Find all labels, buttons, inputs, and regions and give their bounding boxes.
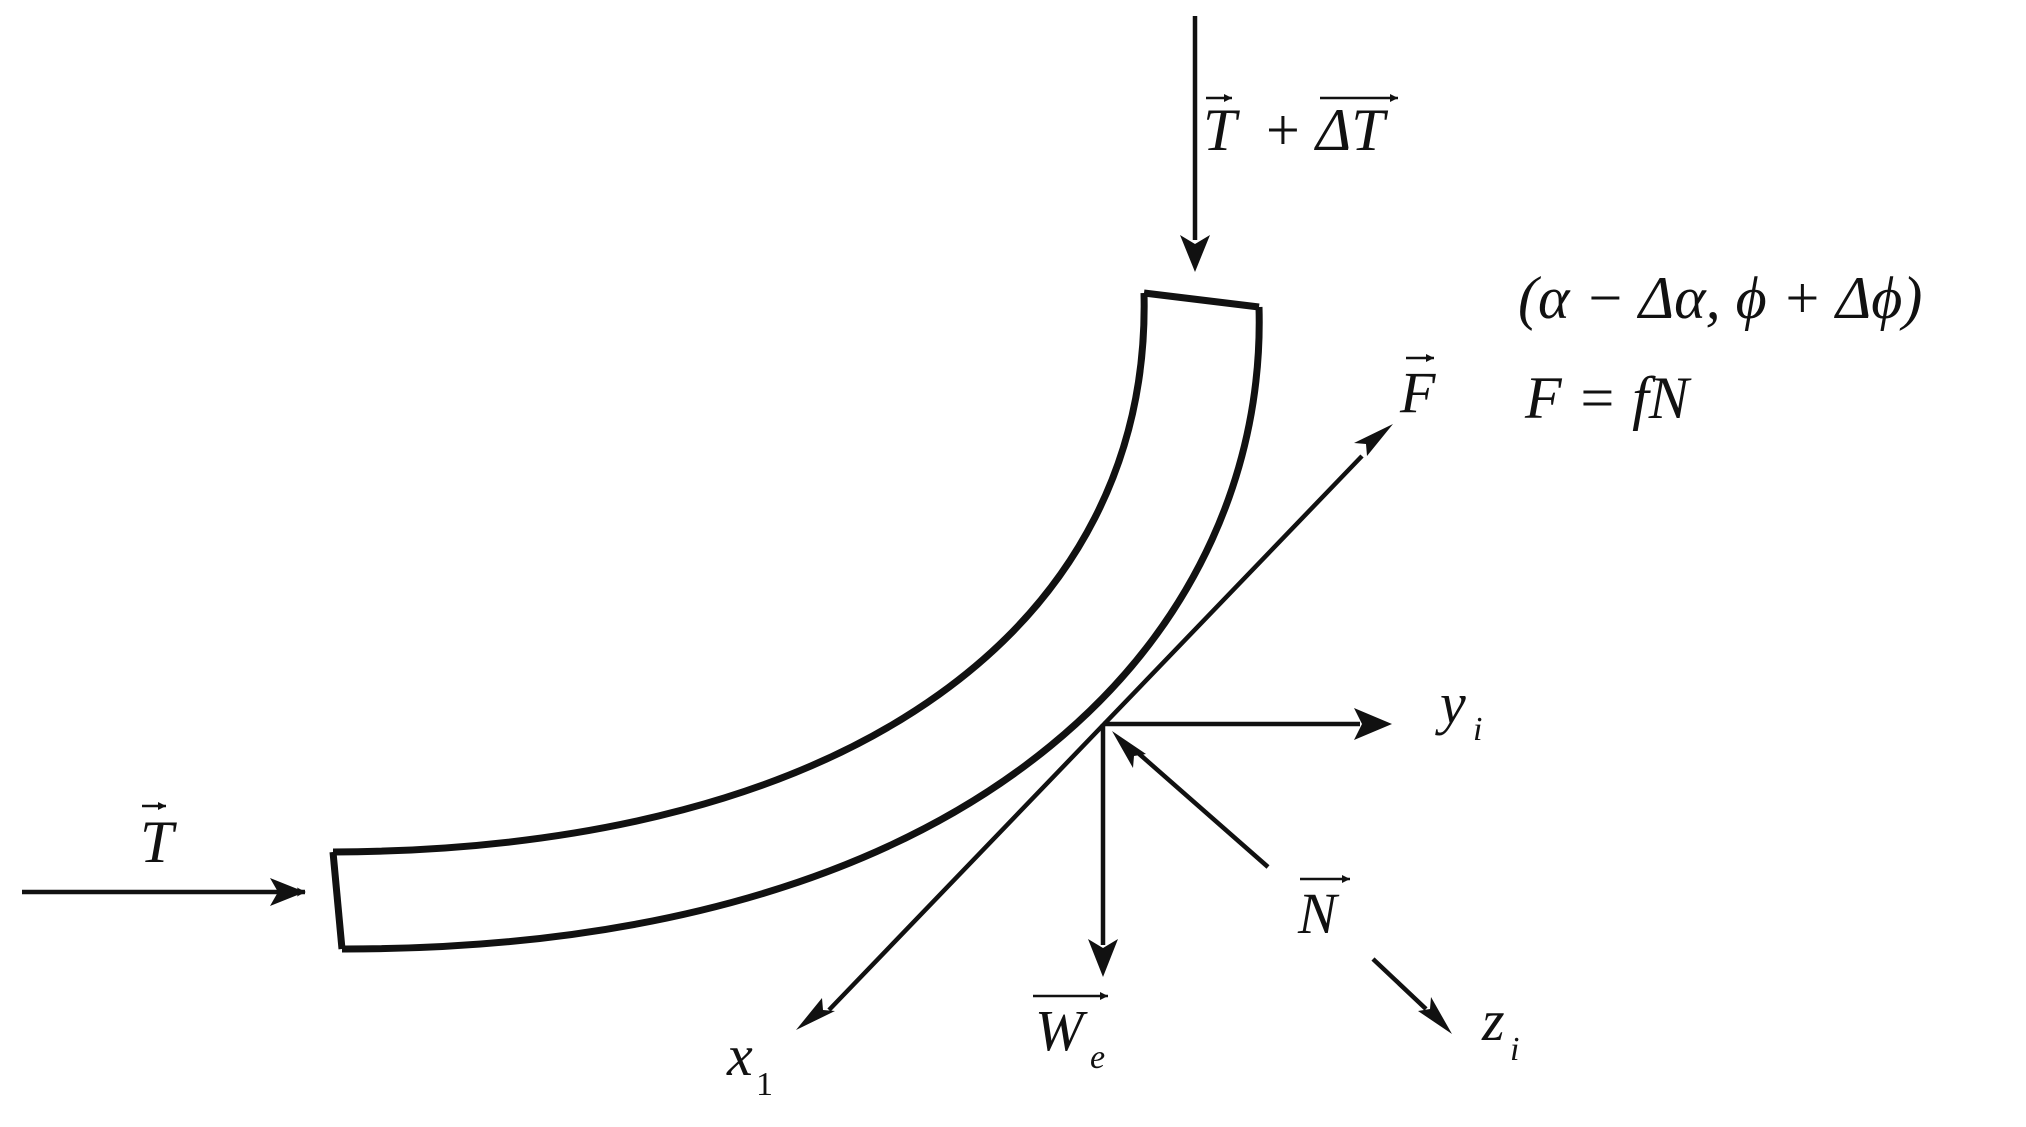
- tangent-axis: [796, 424, 1393, 1030]
- svg-text:+: +: [1266, 97, 1300, 163]
- tension-out-arrow: [1180, 16, 1210, 272]
- svg-text:e: e: [1090, 1039, 1105, 1076]
- normal-arrow: [1112, 731, 1270, 869]
- svg-text:y: y: [1435, 671, 1466, 736]
- axis-y-arrow: [1103, 708, 1392, 740]
- axis-z-label: z i: [1481, 988, 1519, 1068]
- svg-text:ΔT: ΔT: [1314, 97, 1388, 163]
- svg-text:i: i: [1473, 711, 1482, 748]
- tension-in-arrow: [22, 878, 306, 906]
- weight-label: W e: [1033, 992, 1108, 1076]
- pipe-element: [329, 289, 1263, 953]
- weight-arrow: [1088, 724, 1118, 977]
- svg-text:W: W: [1035, 998, 1088, 1063]
- normal-label: N: [1297, 875, 1350, 946]
- svg-text:T: T: [1203, 97, 1240, 163]
- svg-text:1: 1: [756, 1066, 773, 1103]
- pipe-top-end: [1143, 289, 1260, 311]
- pipe-inner-edge: [341, 306, 1263, 953]
- tension-in-label: T: [140, 802, 177, 875]
- svg-text:x: x: [726, 1023, 753, 1088]
- axis-x-label: x 1: [726, 1023, 773, 1103]
- coordinate-label: (α − Δα, ϕ + Δϕ): [1518, 265, 1922, 331]
- svg-text:N: N: [1297, 881, 1340, 946]
- axis-y-label: y i: [1435, 671, 1482, 748]
- axis-z-arrow: [1371, 957, 1452, 1034]
- svg-text:F: F: [1399, 360, 1436, 425]
- pipe-bottom-end: [329, 851, 346, 950]
- pipe-outer-edge: [332, 292, 1148, 856]
- tension-out-label: T + ΔT: [1203, 94, 1398, 163]
- friction-relation-label: F = fN: [1524, 365, 1692, 431]
- svg-text:z: z: [1481, 988, 1505, 1053]
- svg-text:i: i: [1510, 1031, 1519, 1068]
- svg-text:T: T: [140, 809, 177, 875]
- friction-vector-label: F: [1399, 354, 1436, 425]
